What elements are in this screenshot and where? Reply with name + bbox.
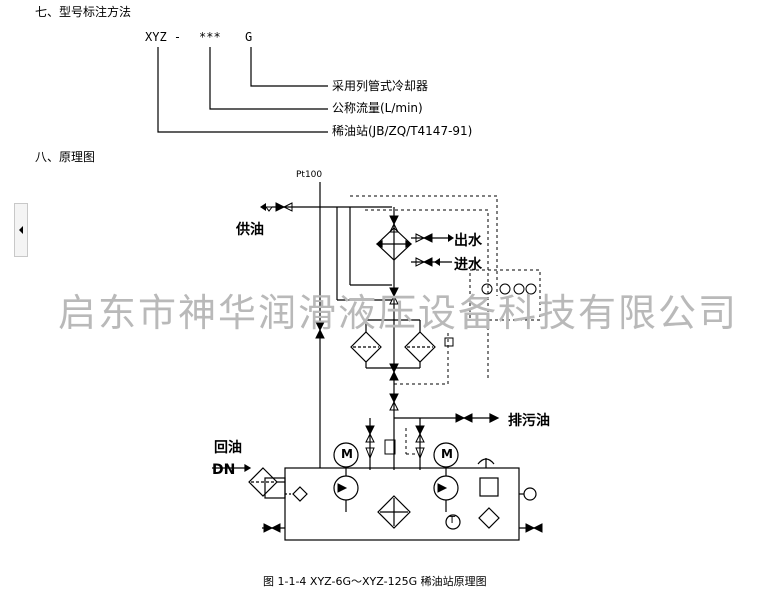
model-flow-code: *** xyxy=(199,30,221,44)
motor-left-label: M xyxy=(341,447,353,461)
chevron-left-icon xyxy=(19,226,23,234)
watermark: 启东市神华润滑液压设备科技有限公司 xyxy=(58,291,739,335)
level-gauge xyxy=(479,477,499,497)
section-7-title: 七、型号标注方法 xyxy=(35,5,132,19)
model-g: G xyxy=(245,30,253,44)
label-station: 稀油站(JB/ZQ/T4147-91) xyxy=(332,124,473,138)
drain-label: 排污油 xyxy=(508,413,550,429)
section-8-title: 八、原理图 xyxy=(35,150,96,164)
pt100-label: Pt100 xyxy=(296,170,323,180)
return-filter xyxy=(248,467,278,497)
dn-label: DN xyxy=(212,462,236,478)
oil-tank xyxy=(284,467,520,541)
return-label: 回油 xyxy=(214,440,242,456)
thermometer xyxy=(445,514,461,530)
supply-label: 供油 xyxy=(236,222,264,238)
leader-station xyxy=(157,47,328,133)
figure-caption: 图 1-1-4 XYZ-6G～XYZ-125G 稀油站原理图 xyxy=(263,575,487,588)
side-collapse-tab[interactable] xyxy=(14,203,28,257)
leader-flow xyxy=(209,47,328,110)
motor-right-label: M xyxy=(441,447,453,461)
label-flow: 公称流量(L/min) xyxy=(332,101,423,115)
model-xyz: XYZ - xyxy=(145,30,182,44)
thermometer-label: T xyxy=(449,515,456,526)
cooler xyxy=(376,227,412,261)
leader-cooler xyxy=(250,47,328,87)
water-in-label: 进水 xyxy=(454,257,482,273)
water-out-label: 出水 xyxy=(454,233,482,249)
label-cooler: 采用列管式冷却器 xyxy=(332,79,429,93)
